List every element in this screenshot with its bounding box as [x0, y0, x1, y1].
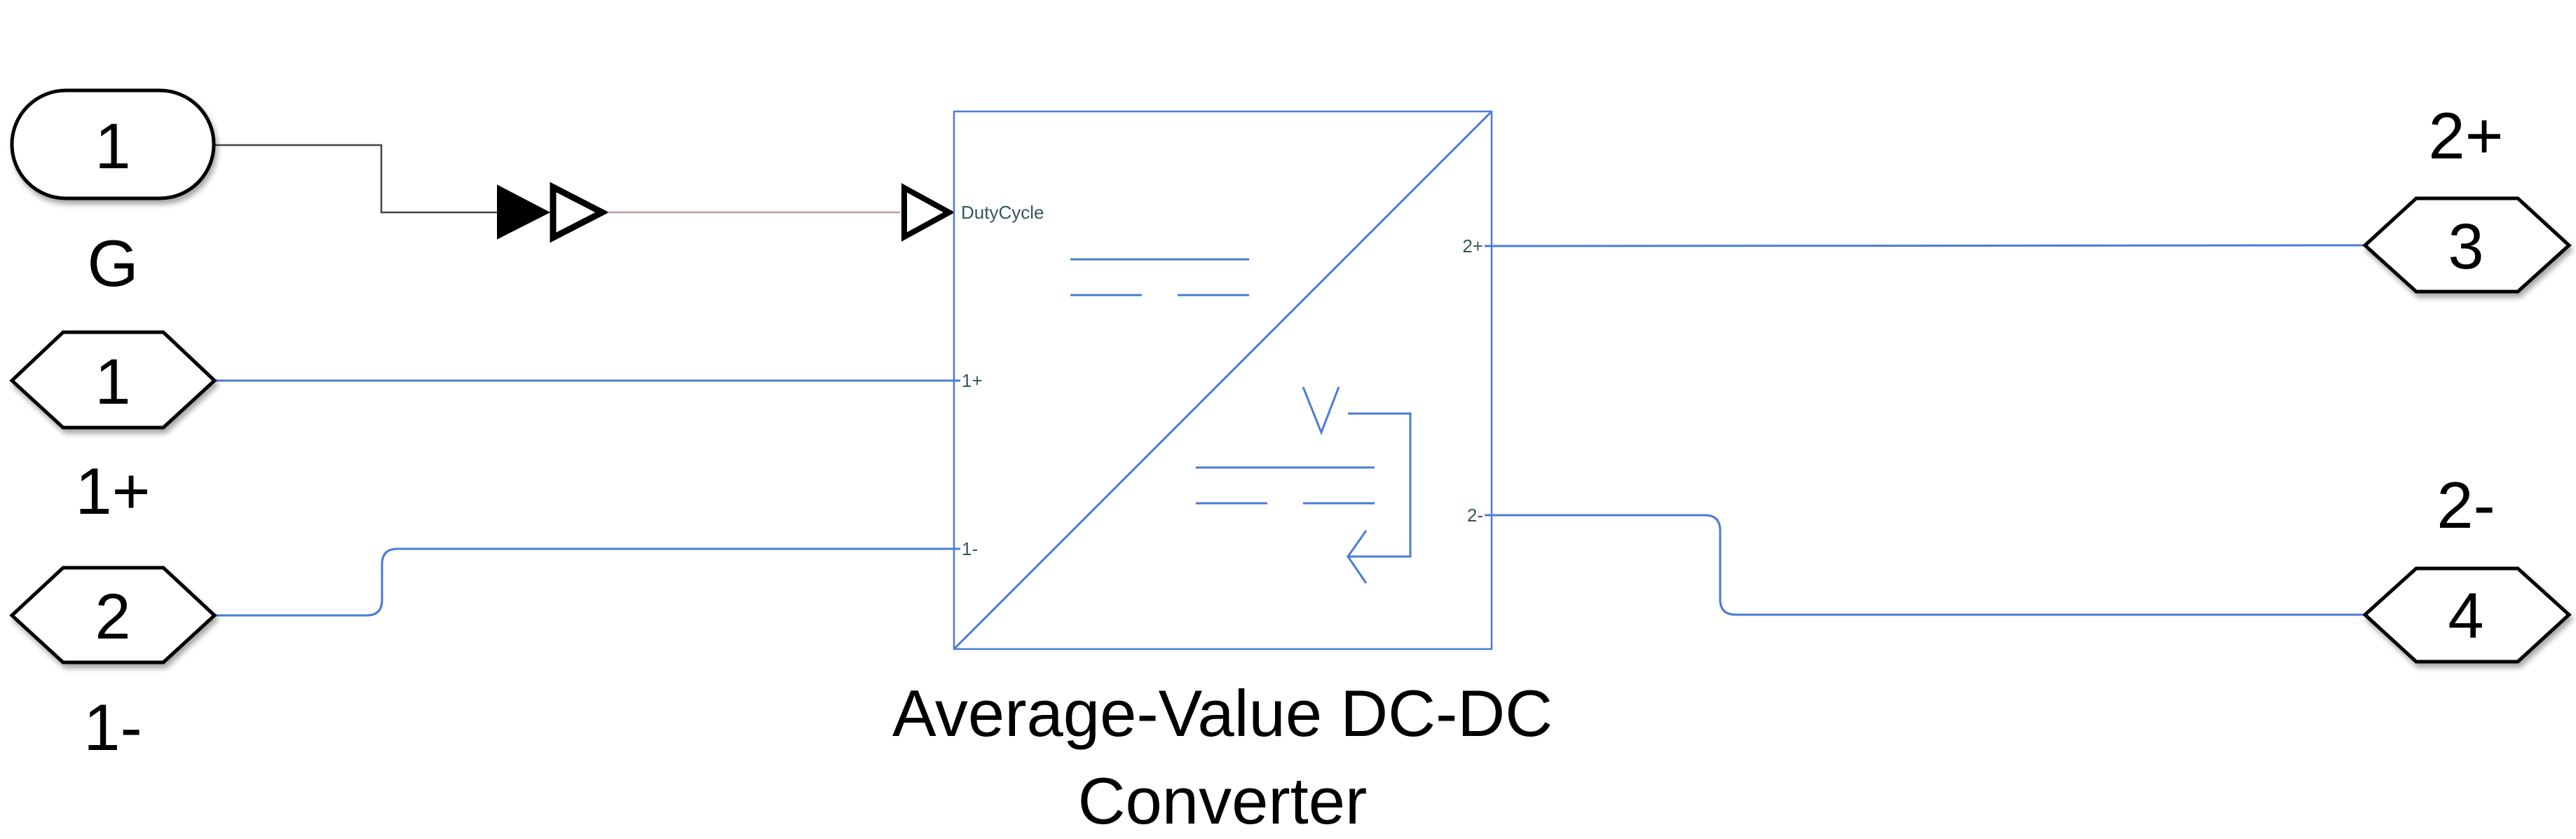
wire-2-minus[interactable]	[1492, 514, 2369, 616]
connection-port-4[interactable]	[2362, 566, 2572, 664]
block-caption-line2: Converter	[1078, 764, 1368, 838]
dc-dc-converter-icon	[953, 110, 1493, 650]
connection-port-3-label: 2+	[2428, 99, 2503, 172]
connection-port-4-number: 4	[2448, 580, 2483, 652]
connection-port-4-label: 2-	[2437, 468, 2495, 542]
inport-g-number: 1	[95, 111, 130, 182]
inport-g[interactable]	[10, 88, 216, 200]
port-label-2-plus: 2+	[1462, 236, 1483, 257]
wire-1-minus[interactable]	[210, 547, 959, 617]
wire-2-plus[interactable]	[1491, 244, 2370, 247]
port-label-1-minus: 1-	[962, 538, 978, 559]
connection-port-1-number: 1	[95, 346, 130, 418]
duty-cycle-port-arrow-icon	[901, 183, 955, 242]
port-label-2-minus: 2-	[1467, 505, 1483, 526]
connection-port-2-number: 2	[95, 581, 130, 653]
port-label-1-plus: 1+	[962, 370, 983, 391]
connection-port-1-label: 1+	[75, 454, 150, 528]
inport-g-label: G	[87, 226, 138, 300]
connection-port-3-number: 3	[2448, 211, 2483, 282]
connection-port-3[interactable]	[2362, 196, 2572, 294]
block-caption-line1: Average-Value DC-DC	[892, 676, 1553, 750]
connection-port-1[interactable]	[9, 330, 217, 430]
signal-line-g[interactable]	[214, 144, 499, 214]
average-value-dc-dc-converter-block[interactable]	[953, 110, 1493, 650]
connection-port-2-label: 1-	[83, 690, 142, 764]
port-label-duty-cycle: DutyCycle	[961, 202, 1044, 223]
connection-port-2[interactable]	[9, 566, 217, 664]
simulink-ps-converter-icon[interactable]	[497, 182, 609, 243]
